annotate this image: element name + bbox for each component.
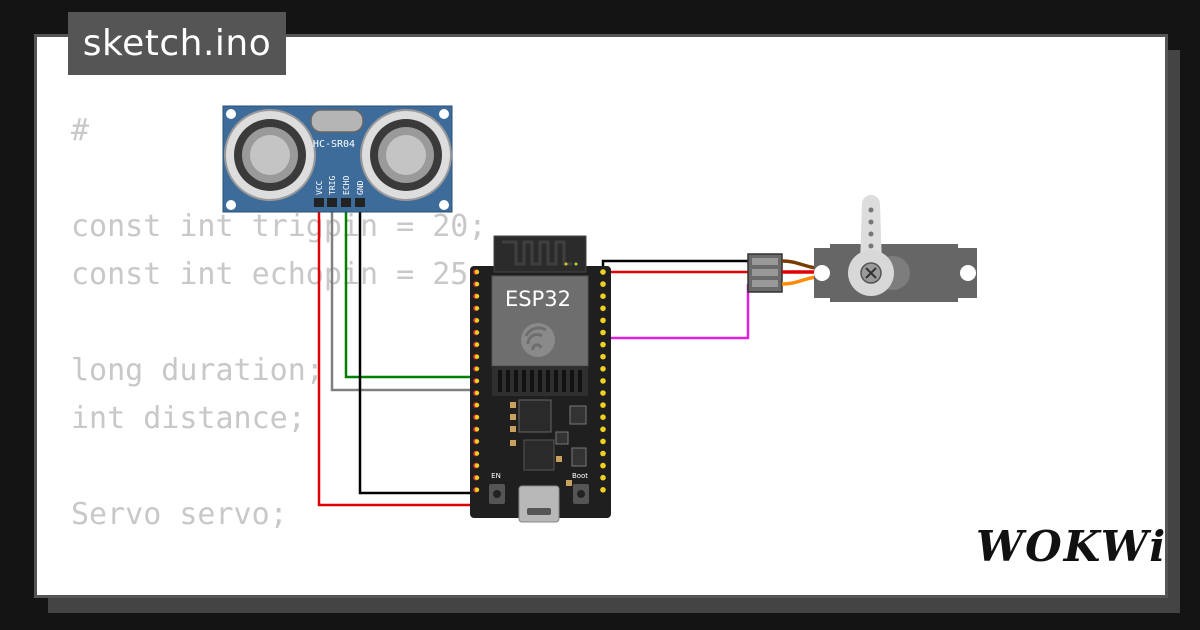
header-pin-pad [474, 378, 480, 384]
wire-signal-servo[interactable] [604, 284, 750, 340]
boot-label: Boot [572, 472, 588, 480]
pin-label-vcc: VCC [315, 180, 324, 195]
sensor-transducer-left [224, 109, 316, 201]
sensor-pins[interactable] [314, 198, 365, 207]
code-line: const int trigpin = 20; [71, 209, 487, 244]
header-pin-pad [600, 281, 606, 287]
header-pin-pad [600, 378, 606, 384]
code-line: const int echopin = 25 [71, 257, 469, 292]
header-pin-pad [474, 366, 480, 371]
wokwi-logo[interactable]: WOKWi [976, 522, 1167, 571]
header-pin-pad [600, 451, 606, 456]
header-pin-pad [474, 427, 480, 432]
header-pin-pad [474, 318, 480, 323]
esp32-left-pin-header[interactable] [473, 269, 480, 493]
header-pin-pad [600, 366, 606, 371]
wires [317, 205, 752, 507]
pin-label-echo: ECHO [342, 176, 351, 195]
wire-echo[interactable] [344, 205, 476, 379]
servo-connector[interactable] [747, 253, 783, 293]
header-pin-pad [600, 294, 606, 299]
usb-port-icon [518, 485, 560, 523]
file-tab[interactable]: sketch.ino [68, 12, 286, 75]
wire-gnd-servo[interactable] [601, 259, 752, 272]
code-line: # [71, 113, 90, 148]
boot-button[interactable] [573, 484, 589, 504]
header-pin-pad [474, 330, 480, 335]
en-label: EN [491, 472, 501, 480]
header-pin-pad [474, 342, 480, 347]
header-pin-pad [474, 354, 480, 359]
pin-label-gnd: GND [356, 180, 365, 195]
wire-vcc-sensor[interactable] [317, 205, 476, 507]
sensor-transducer-right [360, 109, 452, 201]
board-label: ESP32 [505, 287, 571, 311]
hc-sr04-sensor[interactable]: HC-SR04 VCC TRIG ECHO GND [222, 105, 453, 213]
header-pin-pad [600, 269, 606, 275]
wire-trig[interactable] [330, 205, 476, 392]
pin-label-trig: TRIG [328, 176, 337, 195]
header-pin-pad [474, 269, 480, 275]
header-pin-pad [600, 463, 606, 468]
servo-horn[interactable] [848, 195, 894, 296]
header-pin-pad [474, 306, 480, 311]
servo-motor[interactable] [814, 195, 977, 302]
header-pin-pad [600, 318, 606, 323]
header-pin-pad [600, 390, 606, 396]
code-line: int distance; [71, 401, 306, 436]
header-pin-pad [600, 487, 606, 492]
file-tab-label: sketch.ino [82, 23, 272, 64]
header-pin-pad [474, 451, 480, 456]
en-button[interactable] [489, 484, 505, 504]
code-line: long duration; [71, 353, 324, 388]
header-pin-pad [600, 415, 606, 420]
header-pin-pad [600, 427, 606, 432]
header-pin-pad [474, 402, 480, 408]
header-pin-pad [474, 281, 480, 287]
header-pin-pad [600, 354, 606, 359]
header-pin-pad [474, 294, 480, 299]
header-pin-pad [600, 306, 606, 311]
wire-gnd-sensor[interactable] [358, 205, 476, 495]
header-pin-pad [474, 475, 480, 480]
espressif-logo-icon [521, 323, 555, 357]
header-pin-pad [474, 487, 480, 492]
esp32-right-pin-header[interactable] [600, 269, 606, 493]
header-pin-pad [474, 439, 480, 444]
header-pin-pad [600, 475, 606, 480]
header-pin-pad [474, 463, 480, 468]
header-pin-pad [600, 439, 606, 444]
header-pin-pad [600, 330, 606, 335]
header-pin-pad [474, 390, 480, 396]
header-pin-pad [474, 415, 480, 420]
code-line: void setup() { [71, 587, 486, 595]
wokwi-logo-text: WOKWi [976, 522, 1168, 571]
code-line: Servo servo; [71, 497, 288, 532]
code-preview: # const int trigpin = 20; const int echopi… [71, 107, 487, 595]
header-pin-pad [600, 342, 606, 347]
esp32-board[interactable]: ESP32 E [470, 235, 611, 523]
header-pin-pad [600, 402, 606, 408]
sensor-label: HC-SR04 [313, 139, 355, 150]
